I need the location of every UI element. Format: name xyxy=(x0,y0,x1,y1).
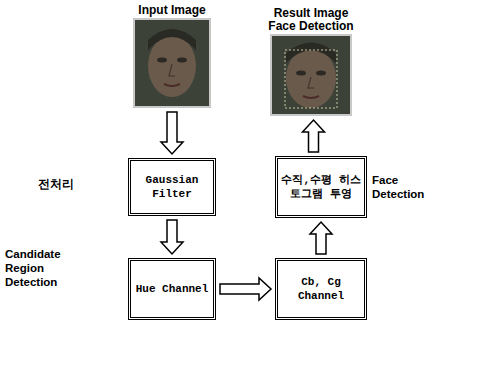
image-frame: Result Image Face Detection xyxy=(270,34,352,116)
image-heading: Input Image xyxy=(124,4,220,17)
stage-label: 전처리 xyxy=(38,178,98,192)
block-arrow xyxy=(310,222,332,254)
block-arrow xyxy=(303,120,325,152)
process-box: Gaussian Filter xyxy=(128,158,216,216)
process-box: Cb, Cg Channel xyxy=(275,258,367,320)
image-heading: Result Image Face Detection xyxy=(263,7,359,33)
box-label: Gaussian Filter xyxy=(131,173,213,202)
block-arrow xyxy=(161,112,183,154)
box-label: 수직,수평 히스토그램 투영 xyxy=(278,173,364,202)
input-face-photo xyxy=(135,20,209,106)
image-frame: Input Image xyxy=(133,18,211,108)
box-label: Cb, Cg Channel xyxy=(278,275,364,304)
result-face-photo xyxy=(272,36,350,114)
stage-label: Candidate Region Detection xyxy=(5,248,77,289)
block-arrow xyxy=(161,220,183,254)
block-arrow xyxy=(220,278,271,300)
box-label: Hue Channel xyxy=(136,282,209,296)
process-box: 수직,수평 히스토그램 투영 xyxy=(275,156,367,218)
stage-label: Face Detection xyxy=(372,174,442,202)
process-box: Hue Channel xyxy=(128,258,216,320)
